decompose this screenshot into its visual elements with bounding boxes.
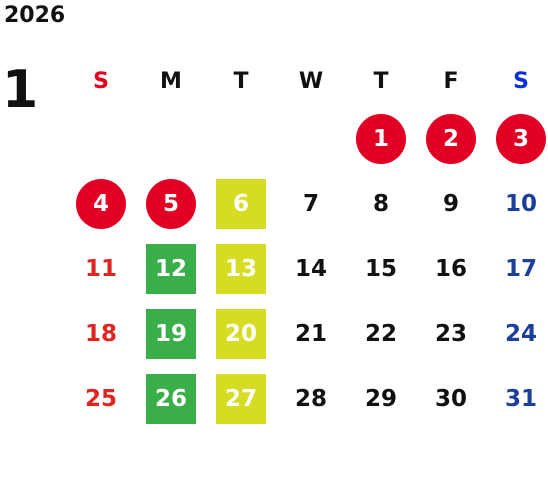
day-cell: 23	[416, 301, 486, 366]
day-cell: 8	[346, 171, 416, 236]
day-cell: 11	[66, 236, 136, 301]
day-16[interactable]: 16	[434, 255, 467, 282]
day-cell: 28	[276, 366, 346, 431]
day-25-sunday[interactable]: 25	[84, 385, 117, 412]
day-4-holiday[interactable]: 4	[76, 178, 126, 229]
day-30[interactable]: 30	[434, 385, 467, 412]
day-14[interactable]: 14	[294, 255, 327, 282]
day-cell	[276, 106, 346, 171]
day-12-green[interactable]: 12	[146, 243, 196, 294]
day-cell: 30	[416, 366, 486, 431]
day-cell: 29	[346, 366, 416, 431]
day-15[interactable]: 15	[364, 255, 397, 282]
day-6-lime[interactable]: 6	[216, 178, 266, 229]
day-23[interactable]: 23	[434, 320, 467, 347]
day-cell: 14	[276, 236, 346, 301]
day-cell: 12	[136, 236, 206, 301]
day-28[interactable]: 28	[294, 385, 327, 412]
week-row-2: 4 5 6 7 8 9 10	[66, 171, 548, 236]
day-27-lime[interactable]: 27	[216, 373, 266, 424]
weekday-tuesday-cell: T	[206, 56, 276, 106]
week-row-3: 11 12 13 14 15 16 17	[66, 236, 548, 301]
day-1-holiday[interactable]: 1	[356, 113, 406, 164]
day-cell: 10	[486, 171, 548, 236]
day-cell: 17	[486, 236, 548, 301]
day-cell: 2	[416, 106, 486, 171]
day-cell: 1	[346, 106, 416, 171]
day-cell: 21	[276, 301, 346, 366]
day-2-holiday[interactable]: 2	[426, 113, 476, 164]
day-5-holiday[interactable]: 5	[146, 178, 196, 229]
day-cell: 27	[206, 366, 276, 431]
day-7[interactable]: 7	[302, 190, 319, 217]
day-cell: 3	[486, 106, 548, 171]
day-8[interactable]: 8	[372, 190, 389, 217]
weekday-sunday-cell: S	[66, 56, 136, 106]
calendar-grid: S M T W T F S 1 2 3 4 5 6 7 8 9 10 11 12…	[66, 56, 548, 431]
day-13-lime[interactable]: 13	[216, 243, 266, 294]
day-cell: 19	[136, 301, 206, 366]
week-row-1: 1 2 3	[66, 106, 548, 171]
day-cell: 26	[136, 366, 206, 431]
day-cell	[66, 106, 136, 171]
month-number: 1	[2, 60, 39, 120]
weekday-monday: M	[160, 68, 182, 94]
weekday-wednesday: W	[298, 68, 324, 94]
day-cell: 20	[206, 301, 276, 366]
day-24-saturday[interactable]: 24	[504, 320, 537, 347]
weekday-thursday: T	[373, 68, 389, 94]
day-cell: 18	[66, 301, 136, 366]
day-cell: 25	[66, 366, 136, 431]
day-21[interactable]: 21	[294, 320, 327, 347]
day-cell: 31	[486, 366, 548, 431]
day-cell	[136, 106, 206, 171]
day-cell	[206, 106, 276, 171]
weekday-saturday: S	[513, 68, 529, 94]
day-19-green[interactable]: 19	[146, 308, 196, 359]
weekday-thursday-cell: T	[346, 56, 416, 106]
day-cell: 13	[206, 236, 276, 301]
weekday-friday: F	[443, 68, 459, 94]
day-cell: 9	[416, 171, 486, 236]
day-29[interactable]: 29	[364, 385, 397, 412]
day-cell: 6	[206, 171, 276, 236]
day-18-sunday[interactable]: 18	[84, 320, 117, 347]
day-cell: 22	[346, 301, 416, 366]
day-3-holiday[interactable]: 3	[496, 113, 546, 164]
day-cell: 4	[66, 171, 136, 236]
day-cell: 5	[136, 171, 206, 236]
day-cell: 7	[276, 171, 346, 236]
weekday-header-row: S M T W T F S	[66, 56, 548, 106]
day-26-green[interactable]: 26	[146, 373, 196, 424]
week-row-4: 18 19 20 21 22 23 24	[66, 301, 548, 366]
weekday-tuesday: T	[233, 68, 249, 94]
day-9[interactable]: 9	[442, 190, 459, 217]
day-11-sunday[interactable]: 11	[84, 255, 117, 282]
weekday-saturday-cell: S	[486, 56, 548, 106]
day-10-saturday[interactable]: 10	[504, 190, 537, 217]
day-cell: 24	[486, 301, 548, 366]
day-20-lime[interactable]: 20	[216, 308, 266, 359]
weekday-sunday: S	[93, 68, 109, 94]
day-cell: 16	[416, 236, 486, 301]
week-row-5: 25 26 27 28 29 30 31	[66, 366, 548, 431]
weekday-friday-cell: F	[416, 56, 486, 106]
day-22[interactable]: 22	[364, 320, 397, 347]
day-17-saturday[interactable]: 17	[504, 255, 537, 282]
weekday-wednesday-cell: W	[276, 56, 346, 106]
year-label: 2026	[4, 3, 66, 28]
day-cell: 15	[346, 236, 416, 301]
weekday-monday-cell: M	[136, 56, 206, 106]
day-31-saturday[interactable]: 31	[504, 385, 537, 412]
